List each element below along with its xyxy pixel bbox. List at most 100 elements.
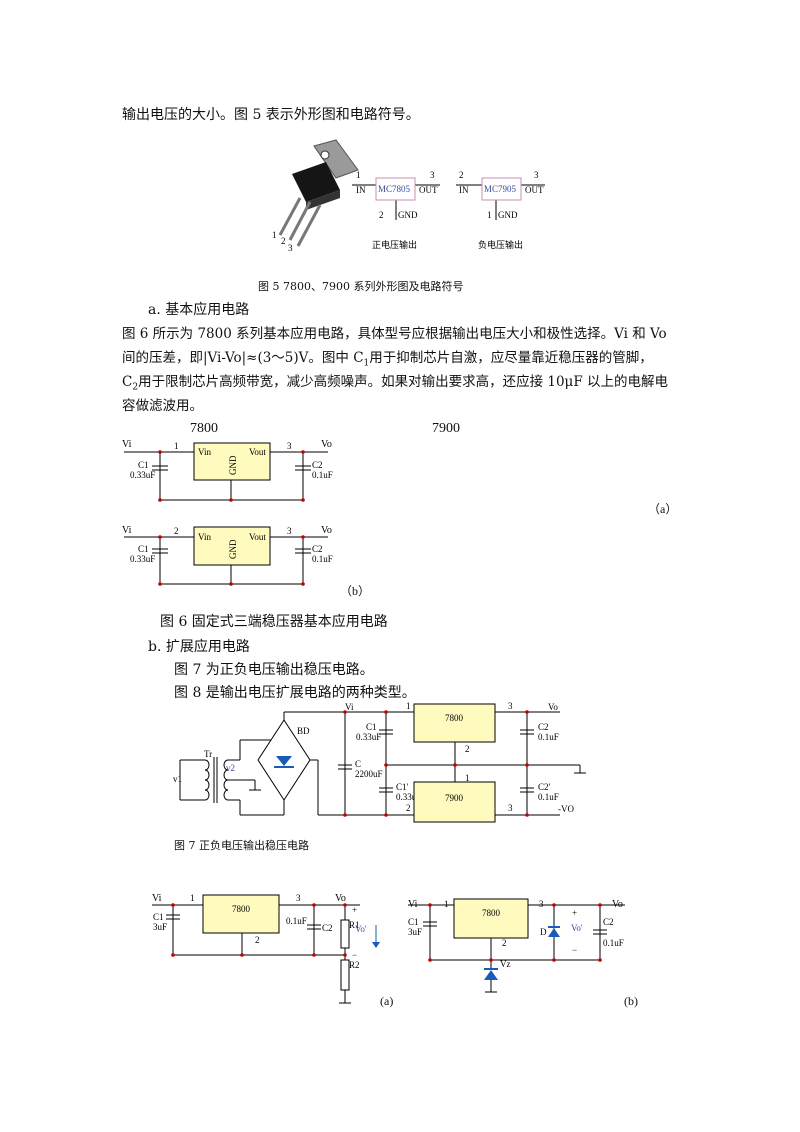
- fig7-ic-bottom: 7900: [445, 793, 464, 803]
- fig6b-vin: Vin: [198, 532, 211, 542]
- fig5-neg-symbol: MC7905 2 IN 3 OUT 1 GND 负电压输出: [456, 170, 545, 250]
- fig8b-pin-2: 2: [502, 938, 507, 948]
- fig8-intro: 图 8 是输出电压扩展电路的两种类型。: [174, 685, 416, 701]
- fig7-c2p: C2': [538, 782, 551, 792]
- fig8a-r2: R2: [349, 960, 360, 970]
- fig8b-c2-val: 0.1uF: [603, 938, 624, 948]
- fig8a-circuit: 7800 Vi Vo 1 2 3 C1 3uF 0.1uF C2 R1: [152, 893, 380, 1004]
- fig8b-minus: −: [572, 945, 577, 955]
- pos-gnd: GND: [398, 210, 418, 220]
- fig7-pin-b1: 1: [465, 773, 470, 783]
- neg-pin-in: 2: [459, 170, 464, 180]
- fig6b-vout: Vout: [249, 532, 266, 542]
- fig6b-circuit: Vi Vo 2 3 Vin Vout GND C1 0.33uF C2 0.1u…: [122, 525, 333, 586]
- fig8a-pin-1: 1: [190, 893, 195, 903]
- pkg-pin-1: 1: [272, 230, 277, 240]
- fig6a-pin-in: 1: [174, 441, 179, 451]
- fig8b-vz: Vz: [500, 959, 511, 969]
- fig7-c2p-val: 0.1uF: [538, 792, 559, 802]
- neg-gnd: GND: [498, 210, 518, 220]
- neg-model: MC7905: [484, 184, 517, 194]
- fig7-c1-val: 0.33uF: [356, 732, 381, 742]
- fig6b-c2-val: 0.1uF: [312, 554, 333, 564]
- fig7-pin-t3: 3: [508, 701, 513, 711]
- fig6b-pin-in: 2: [174, 526, 179, 536]
- para1-line4: 容做滤波用。: [122, 398, 203, 414]
- fig7-c-val: 2200uF: [355, 769, 383, 779]
- fig8a-label: (a): [380, 994, 394, 1008]
- fig6b-vo: Vo: [321, 525, 332, 536]
- fig7-c: C: [355, 759, 361, 769]
- fig8a-c1-val: 3uF: [153, 922, 167, 932]
- fig7-bd: BD: [297, 726, 310, 736]
- fig6-caption: 图 6 固定式三端稳压器基本应用电路: [160, 614, 388, 630]
- intro-text: 输出电压的大小。图 5 表示外形图和电路符号。: [122, 107, 420, 123]
- fig8a-ic: 7800: [232, 904, 251, 914]
- fig8b-vi: Vi: [408, 899, 418, 910]
- fig8b-vo: Vo: [612, 899, 623, 910]
- fig8b-plus: +: [572, 908, 577, 918]
- pos-caption: 正电压输出: [372, 239, 417, 250]
- fig7-circuit: v1 Tr v2 BD C 2200uF Vi C1 0.33uF C1' 0.…: [173, 701, 586, 823]
- fig8a-minus: −: [352, 950, 357, 960]
- fig7-c1p-val: 0.33uF: [396, 792, 421, 802]
- fig6a-c2: C2: [312, 460, 323, 470]
- fig6a-pin-out: 3: [287, 441, 292, 451]
- neg-out: OUT: [525, 185, 544, 195]
- label-7800: 7800: [190, 421, 218, 436]
- neg-pin-gnd: 1: [487, 210, 492, 220]
- fig7-pin-t1: 1: [406, 701, 411, 711]
- fig6a-circuit: Vi Vo 1 3 Vin Vout GND C1 0.33uF C2 0.1u…: [122, 439, 333, 502]
- para1-line2: 间的压差，即|Vi-Vo|≈(3～5)V。图中 C1用于抑制芯片自激，应尽量靠近…: [122, 350, 653, 369]
- fig6a-vo: Vo: [321, 439, 332, 450]
- fig5-caption: 图 5 7800、7900 系列外形图及电路符号: [258, 280, 464, 293]
- fig8b-c1-val: 3uF: [408, 927, 422, 937]
- pos-pin-out: 3: [430, 170, 435, 180]
- fig8b-c2: C2: [603, 917, 614, 927]
- fig6b-gnd: GND: [228, 539, 238, 559]
- fig7-neg-vo: -VO: [558, 804, 574, 814]
- fig7-vi: Vi: [345, 702, 354, 712]
- fig8a-c2-val: 0.1uF: [286, 916, 307, 926]
- fig7-c2: C2: [538, 722, 549, 732]
- para1-line1: 图 6 所示为 7800 系列基本应用电路，具体型号应根据输出电压大小和极性选择…: [122, 326, 667, 342]
- fig6a-vin: Vin: [198, 447, 211, 457]
- fig7-vo: Vo: [548, 702, 558, 712]
- fig8a-plus: +: [352, 905, 357, 915]
- label-7900: 7900: [432, 421, 460, 436]
- fig6b-vi: Vi: [122, 525, 132, 536]
- fig8b-pin-1: 1: [444, 899, 449, 909]
- pos-model: MC7805: [378, 184, 411, 194]
- fig7-c2-val: 0.1uF: [538, 732, 559, 742]
- fig6a-c2-val: 0.1uF: [312, 470, 333, 480]
- section-a-heading: a. 基本应用电路: [148, 302, 250, 318]
- fig7-v2: v2: [226, 763, 235, 773]
- fig7-pin-t2: 2: [465, 744, 470, 754]
- fig6b-c2: C2: [312, 544, 323, 554]
- pos-out: OUT: [419, 185, 438, 195]
- fig6b-c1: C1: [138, 544, 149, 554]
- pos-pin-in: 1: [356, 170, 361, 180]
- to220-package-illustration: 1 2 3: [272, 139, 359, 253]
- fig6a-gnd: GND: [228, 455, 238, 475]
- fig7-intro: 图 7 为正负电压输出稳压电路。: [174, 662, 374, 678]
- fig7-c1: C1: [366, 722, 377, 732]
- fig6a-vout: Vout: [249, 447, 266, 457]
- para1-line3: C2用于限制芯片高频带宽，减少高频噪声。如果对输出要求高，还应接 10μF 以上…: [122, 374, 668, 393]
- neg-pin-out: 3: [534, 170, 539, 180]
- fig8b-c1: C1: [408, 917, 419, 927]
- fig8a-c1: C1: [153, 912, 164, 922]
- fig8a-vo: Vo: [335, 893, 346, 904]
- section-b-heading: b. 扩展应用电路: [148, 639, 250, 655]
- pos-pin-gnd: 2: [379, 210, 384, 220]
- fig7-v1: v1: [173, 774, 182, 784]
- pkg-pin-3: 3: [288, 243, 293, 253]
- pos-in: IN: [356, 185, 366, 195]
- fig6b-c1-val: 0.33uF: [130, 554, 155, 564]
- fig7-caption: 图 7 正负电压输出稳压电路: [174, 839, 309, 852]
- neg-in: IN: [459, 185, 469, 195]
- fig8a-r1: R1: [349, 920, 360, 930]
- fig6a-c1: C1: [138, 460, 149, 470]
- fig8a-pin-3: 3: [296, 893, 301, 903]
